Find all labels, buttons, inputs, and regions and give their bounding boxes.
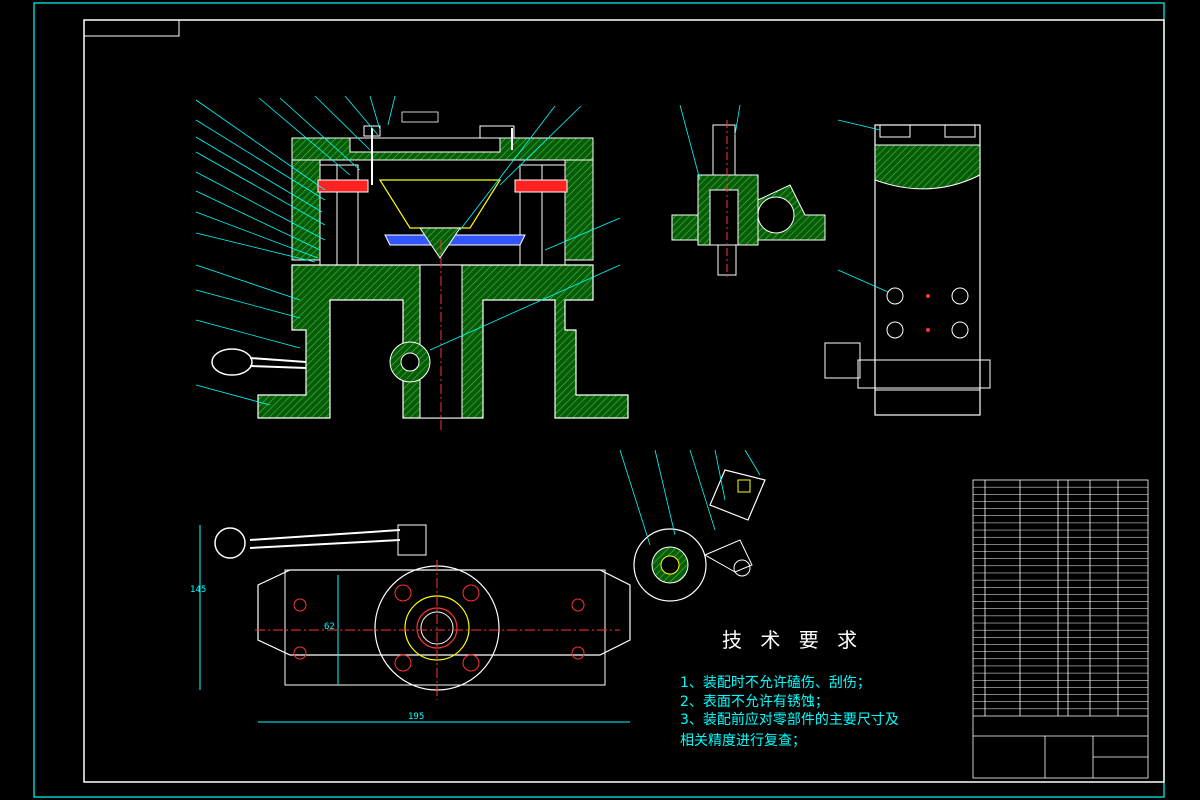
front-section-view: [211, 125, 629, 430]
inner-frame: [83, 19, 1165, 783]
technical-requirements-title: 技 术 要 求: [722, 628, 864, 652]
requirement-item-3: 3、装配前应对零部件的主要尺寸及: [680, 712, 899, 728]
plan-view: [199, 524, 631, 723]
requirement-item-2: 2、表面不允许有锈蚀；: [680, 694, 829, 710]
side-height-dimension-label: 145: [190, 585, 207, 595]
cutter-detail: [619, 449, 766, 602]
requirement-item-1: 1、装配时不允许磕伤、刮伤；: [680, 675, 871, 691]
leader-lines-front: [195, 95, 621, 406]
side-section-view: [671, 104, 826, 280]
requirement-item-4: 相关精度进行复查；: [680, 733, 806, 749]
title-block: [972, 479, 1149, 779]
parts-list-rows: [973, 486, 1148, 710]
right-side-view: [824, 119, 991, 416]
tolerance-box: [401, 111, 439, 123]
height-dimension-label: 62: [324, 622, 335, 632]
width-dimension-label: 195: [408, 712, 425, 722]
code-box: [83, 19, 180, 37]
